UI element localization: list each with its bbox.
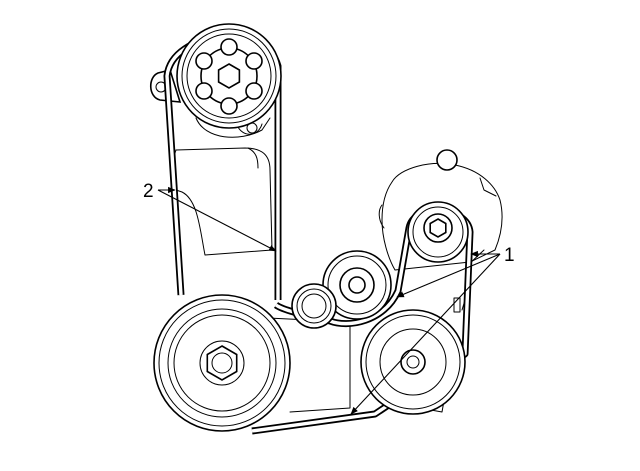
lower-right-pulley xyxy=(360,309,466,415)
callout-label-1: 1 xyxy=(504,245,515,266)
engine-outline xyxy=(149,69,503,413)
callout-2-leaders xyxy=(157,186,277,252)
callout-label-2: 2 xyxy=(143,181,154,202)
top-pulley xyxy=(176,23,282,129)
crankshaft-pulley xyxy=(153,294,291,432)
small-pulley xyxy=(291,283,337,329)
idler-pulley xyxy=(322,250,392,320)
callout-1-leaders xyxy=(350,250,501,415)
alternator-pulley xyxy=(407,201,469,263)
